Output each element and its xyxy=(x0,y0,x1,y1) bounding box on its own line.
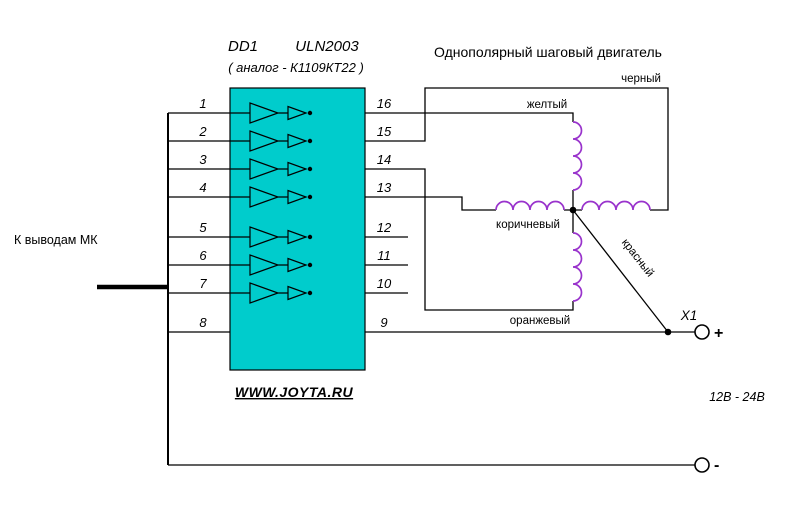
pin-number-10: 10 xyxy=(377,276,392,291)
coil-left xyxy=(495,200,565,211)
buffer-output-dot xyxy=(307,110,313,116)
buffer-channel-6 xyxy=(230,254,308,276)
voltage-range-label: 12В - 24В xyxy=(709,390,765,404)
nc-pin-stubs xyxy=(365,236,408,294)
buffer-output-dot xyxy=(307,138,313,144)
center-tap-node xyxy=(569,206,577,214)
pin-number-16: 16 xyxy=(377,96,392,111)
pin-numbers-left: 1 2 3 4 5 6 7 8 xyxy=(198,96,207,330)
coil-bottom xyxy=(572,232,583,302)
wire-brown xyxy=(365,196,496,211)
motor-wiring: желтый черный коричневый оранжевый красн… xyxy=(365,73,695,336)
x1-minus-terminal xyxy=(694,457,710,473)
wire-red xyxy=(572,209,669,333)
buffer-output-dot xyxy=(307,194,313,200)
wire-orange xyxy=(365,168,574,311)
pin-number-3: 3 xyxy=(199,152,207,167)
power-connector: X1 + - 12В - 24В xyxy=(168,308,765,474)
buffer-output-dot xyxy=(307,166,313,172)
buffer-output-dot xyxy=(307,234,313,240)
buffer-output-dot xyxy=(307,290,313,296)
pin-number-14: 14 xyxy=(377,152,391,167)
chip-analog-label: ( аналог - К1109КТ22 ) xyxy=(228,60,364,75)
pin-number-12: 12 xyxy=(377,220,392,235)
wire-label-red: красный xyxy=(619,237,656,280)
buffer-channel-3 xyxy=(230,158,308,180)
pin-number-5: 5 xyxy=(199,220,207,235)
pin-number-11: 11 xyxy=(377,248,391,263)
wire-yellow xyxy=(365,112,574,122)
buffer-channel-5 xyxy=(230,226,308,248)
buffer-channel-7 xyxy=(230,282,308,304)
plus-junction-node xyxy=(664,328,672,336)
coil-top xyxy=(572,121,583,191)
buffer-channel-1 xyxy=(230,102,308,124)
pin-number-4: 4 xyxy=(199,180,206,195)
pin-number-8: 8 xyxy=(199,315,207,330)
pin-numbers-right: 16 15 14 13 12 11 10 9 xyxy=(377,96,392,330)
wire-label-brown: коричневый xyxy=(496,219,560,231)
x1-plus-terminal xyxy=(694,324,710,340)
pin-number-13: 13 xyxy=(377,180,392,195)
connector-label: X1 xyxy=(680,308,698,323)
chip-internal-buffers xyxy=(230,102,313,304)
wire-label-black: черный xyxy=(621,73,661,85)
pin-number-9: 9 xyxy=(380,315,387,330)
left-pin-leads xyxy=(168,112,230,333)
wire-label-yellow: желтый xyxy=(527,99,567,111)
wire-label-orange: оранжевый xyxy=(510,315,570,327)
chip-body xyxy=(229,87,366,371)
site-watermark: WWW.JOYTA.RU xyxy=(235,384,354,400)
chip-ref-label: DD1 xyxy=(228,38,258,55)
mcu-connection: К выводам МК xyxy=(14,112,230,465)
buffer-output-dot xyxy=(307,262,313,268)
motor-title-label: Однополярный шаговый двигатель xyxy=(434,44,662,60)
wire-black xyxy=(365,87,669,211)
pin-number-1: 1 xyxy=(199,96,206,111)
buffer-channel-2 xyxy=(230,130,308,152)
pin-number-15: 15 xyxy=(377,124,392,139)
pin-number-7: 7 xyxy=(199,276,207,291)
plus-sign: + xyxy=(714,325,723,342)
buffer-channel-4 xyxy=(230,186,308,208)
chip-part-label: ULN2003 xyxy=(295,38,359,55)
mcu-label: К выводам МК xyxy=(14,233,98,247)
pin-number-2: 2 xyxy=(198,124,207,139)
pin-number-6: 6 xyxy=(199,248,207,263)
minus-sign: - xyxy=(714,457,719,474)
coil-right xyxy=(581,200,651,211)
